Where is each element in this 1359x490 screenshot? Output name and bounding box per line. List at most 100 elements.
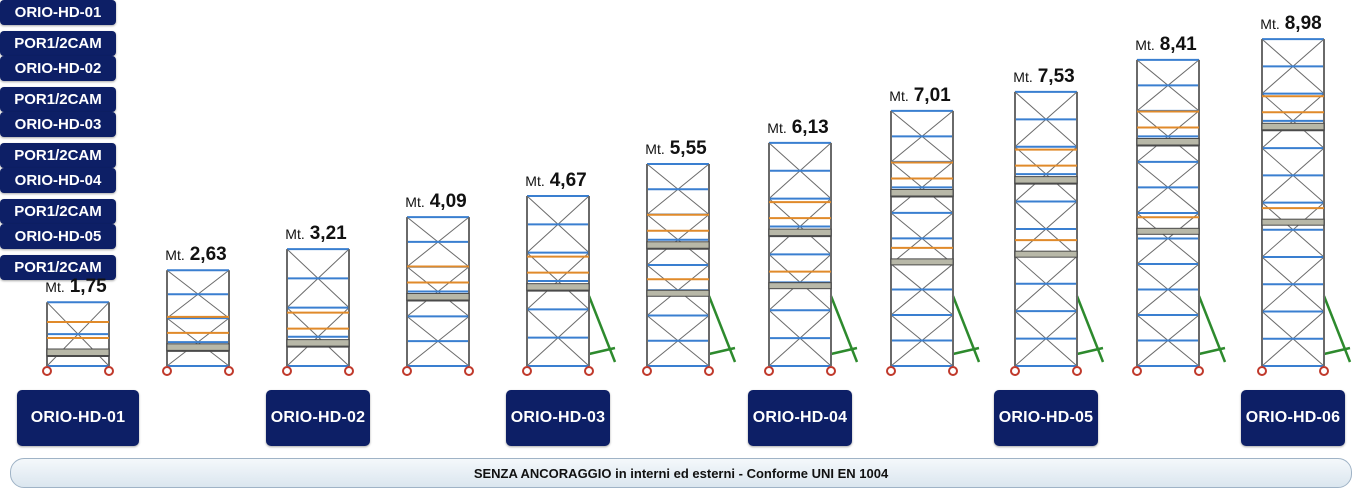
- outrigger-strut: [588, 346, 616, 356]
- height-value: 2,63: [189, 244, 227, 266]
- wheel: [584, 366, 594, 376]
- height-label: Mt.3,21: [276, 223, 356, 245]
- height-label: Mt.6,13: [758, 117, 838, 139]
- platform: [406, 293, 470, 302]
- platform-intermediate: [646, 289, 710, 297]
- model-badge: ORIO-HD-04: [748, 390, 852, 446]
- scaffold-tower: [162, 269, 234, 376]
- wheel: [344, 366, 354, 376]
- height-unit: Mt.: [1135, 36, 1155, 53]
- height-unit: Mt.: [285, 226, 305, 243]
- height-label: Mt.1,75: [36, 276, 116, 298]
- height-value: 1,75: [69, 276, 107, 298]
- platform: [646, 241, 710, 250]
- scaffold-tower: [1257, 38, 1352, 376]
- platform: [1014, 176, 1078, 185]
- model-badge: ORIO-HD-01: [17, 390, 139, 446]
- outrigger: [829, 295, 859, 363]
- wheel: [948, 366, 958, 376]
- outrigger: [951, 295, 981, 363]
- outrigger-strut: [830, 346, 858, 356]
- model-variant: POR1/2CAM: [0, 87, 116, 112]
- wheel: [282, 366, 292, 376]
- wheel: [42, 366, 52, 376]
- wheel: [522, 366, 532, 376]
- model-badge: ORIO-HD-02: [266, 390, 370, 446]
- height-unit: Mt.: [405, 194, 425, 211]
- height-unit: Mt.: [889, 87, 909, 104]
- model-badge: ORIO-HD-06: [1241, 390, 1345, 446]
- model-name: ORIO-HD-04: [0, 168, 116, 193]
- height-value: 7,01: [913, 84, 951, 106]
- height-value: 8,41: [1159, 33, 1197, 55]
- height-label: Mt.2,63: [156, 244, 236, 266]
- wheel: [826, 366, 836, 376]
- height-label: Mt.4,09: [396, 191, 476, 213]
- height-label: Mt.5,55: [636, 138, 716, 160]
- wheel: [1072, 366, 1082, 376]
- outrigger-strut: [1323, 346, 1351, 356]
- model-name: ORIO-HD-05: [0, 224, 116, 249]
- height-value: 4,09: [429, 191, 467, 213]
- platform: [890, 188, 954, 197]
- scaffold-towers-diagram: [42, 38, 1352, 376]
- height-unit: Mt.: [645, 140, 665, 157]
- platform: [768, 228, 832, 237]
- platform: [526, 283, 590, 292]
- wheel: [402, 366, 412, 376]
- scaffold-tower: [1132, 58, 1227, 376]
- height-value: 5,55: [669, 137, 707, 159]
- wheel: [162, 366, 172, 376]
- scaffold-tower: [282, 248, 354, 376]
- platform-intermediate: [1014, 250, 1078, 258]
- platform: [46, 348, 110, 357]
- outrigger: [587, 295, 617, 363]
- height-value: 6,13: [791, 116, 829, 138]
- wheel: [886, 366, 896, 376]
- outrigger-strut: [952, 346, 980, 356]
- platform: [1136, 138, 1200, 147]
- height-unit: Mt.: [767, 119, 787, 136]
- footer-text: SENZA ANCORAGGIO in interni ed esterni -…: [473, 465, 889, 481]
- height-label: Mt.7,01: [880, 85, 960, 107]
- platform-intermediate: [1136, 227, 1200, 235]
- wheel: [764, 366, 774, 376]
- model-variant: POR1/2CAM: [0, 31, 116, 56]
- scaffold-tower: [1010, 90, 1105, 376]
- wheel: [704, 366, 714, 376]
- height-unit: Mt.: [525, 173, 545, 189]
- model-name: ORIO-HD-03: [0, 112, 116, 137]
- platform: [1261, 122, 1325, 131]
- height-label: Mt.7,53: [1004, 66, 1084, 88]
- height-unit: Mt.: [1260, 16, 1280, 33]
- scaffold-tower: [886, 109, 981, 376]
- height-value: 7,53: [1037, 65, 1075, 87]
- footer-note: SENZA ANCORAGGIO in interni ed esterni -…: [10, 458, 1352, 488]
- wheel: [104, 366, 114, 376]
- model-variant: POR1/2CAM: [0, 255, 116, 280]
- height-unit: Mt.: [165, 247, 185, 264]
- scaffold-tower: [42, 301, 114, 376]
- wheel: [1257, 366, 1267, 376]
- platform-intermediate: [768, 282, 832, 290]
- outrigger-strut: [1198, 346, 1226, 356]
- model-variant: POR1/2CAM: [0, 143, 116, 168]
- model-variant: POR1/2CAM: [0, 199, 116, 224]
- height-value: 3,21: [309, 223, 347, 245]
- height-unit: Mt.: [1013, 68, 1033, 85]
- height-label: Mt.8,41: [1126, 34, 1206, 56]
- height-label: Mt.4,67: [516, 170, 596, 192]
- wheel: [642, 366, 652, 376]
- outrigger: [1197, 295, 1227, 363]
- outrigger: [707, 295, 737, 363]
- outrigger-strut: [1076, 346, 1104, 356]
- wheel: [1010, 366, 1020, 376]
- wheel: [1132, 366, 1142, 376]
- wheel: [464, 366, 474, 376]
